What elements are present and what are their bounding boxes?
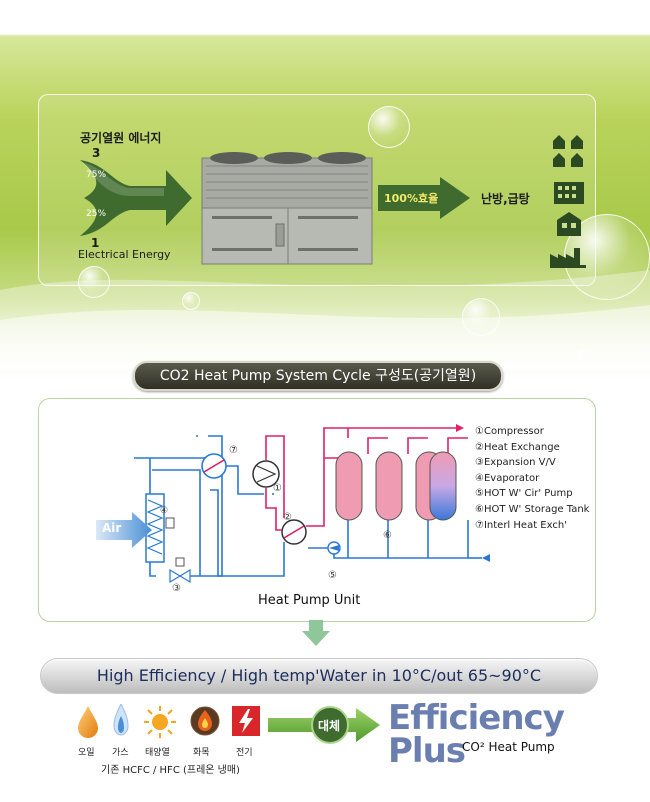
legend-item: ⑤HOT W' Cir' Pump <box>475 488 573 500</box>
brand-efficiency: Efficiency <box>388 698 565 738</box>
refrigerant-cycle-diagram <box>134 424 490 584</box>
source-label-gas: 가스 <box>112 748 129 758</box>
energy-merge-arrow <box>80 160 192 236</box>
gas-flame-icon <box>113 704 129 736</box>
building-icon <box>557 212 581 236</box>
heat-pump-unit-caption: Heat Pump Unit <box>258 593 361 608</box>
heating-hotwater-label: 난방,급탕 <box>481 192 530 206</box>
storage-tank-mixed <box>429 451 457 521</box>
electric-percent-label: 25% <box>86 209 107 219</box>
legend-item: ⑥HOT W' Storage Tank <box>475 503 590 515</box>
bubble-decoration <box>462 298 500 336</box>
legend-item: ②Heat Exchange <box>475 441 560 453</box>
storage-tank <box>375 451 403 521</box>
down-arrow <box>302 620 330 646</box>
electrical-energy-label: Electrical Energy <box>78 248 171 261</box>
legend-item: ③Expansion V/V <box>475 457 556 469</box>
heat-pump-unit-illustration <box>201 152 373 265</box>
brand-subtitle: CO² Heat Pump <box>462 740 555 754</box>
air-percent-label: 75% <box>86 170 107 180</box>
cycle-title-bar: CO2 Heat Pump System Cycle 구성도(공기열원) <box>133 361 503 391</box>
apartment-icon <box>554 182 584 204</box>
electric-bolt-icon <box>232 706 260 736</box>
bubble-decoration <box>182 292 200 310</box>
efficiency-banner: High Efficiency / High temp'Water in 10°… <box>40 658 598 694</box>
air-inflow-arrow <box>96 512 152 548</box>
expansion-valve <box>169 568 191 584</box>
bubble-decoration <box>78 266 110 298</box>
replace-label: 대체 <box>318 719 341 733</box>
houses-icon <box>553 135 583 167</box>
source-label-oil: 오일 <box>78 748 95 758</box>
bubble-decoration <box>368 106 410 148</box>
air-ratio: 3 <box>92 146 101 160</box>
legend-item: ⑦Interl Heat Exch' <box>475 519 567 531</box>
bubble-decoration <box>575 350 591 366</box>
electric-ratio: 1 <box>91 236 100 250</box>
wood-fire-icon <box>190 706 220 736</box>
component-number-4: ④ <box>160 506 169 516</box>
oil-drop-icon <box>78 706 98 738</box>
source-label-wood: 화목 <box>193 748 210 758</box>
source-label-electric: 전기 <box>236 748 253 758</box>
legend-item: ④Evaporator <box>475 472 540 484</box>
legacy-refrigerant-caption: 기존 HCFC / HFC (프레온 냉매) <box>101 765 240 776</box>
sun-icon <box>144 706 176 738</box>
component-number-6: ⑥ <box>383 530 392 541</box>
component-legend: ①Compressor ②Heat Exchange ③Expansion V/… <box>475 424 589 533</box>
brand-plus: Plus <box>388 731 466 771</box>
replace-arrow <box>268 706 380 744</box>
component-number-7: ⑦ <box>229 445 238 456</box>
air-label: Air <box>102 521 122 535</box>
efficiency-arrow <box>378 177 470 219</box>
component-number-2: ② <box>283 512 292 523</box>
air-source-energy-label: 공기열원 에너지 <box>80 131 162 145</box>
efficiency-percent-label: 100%효율 <box>384 192 439 205</box>
legend-item: ①Compressor <box>475 426 544 437</box>
component-number-3: ③ <box>172 583 181 594</box>
storage-tank <box>335 451 363 521</box>
component-number-5: ⑤ <box>328 570 337 581</box>
factory-icon <box>550 248 586 268</box>
hot-water-line <box>265 427 468 531</box>
source-label-solar: 태양열 <box>145 748 170 758</box>
component-number-1: ① <box>273 483 282 494</box>
